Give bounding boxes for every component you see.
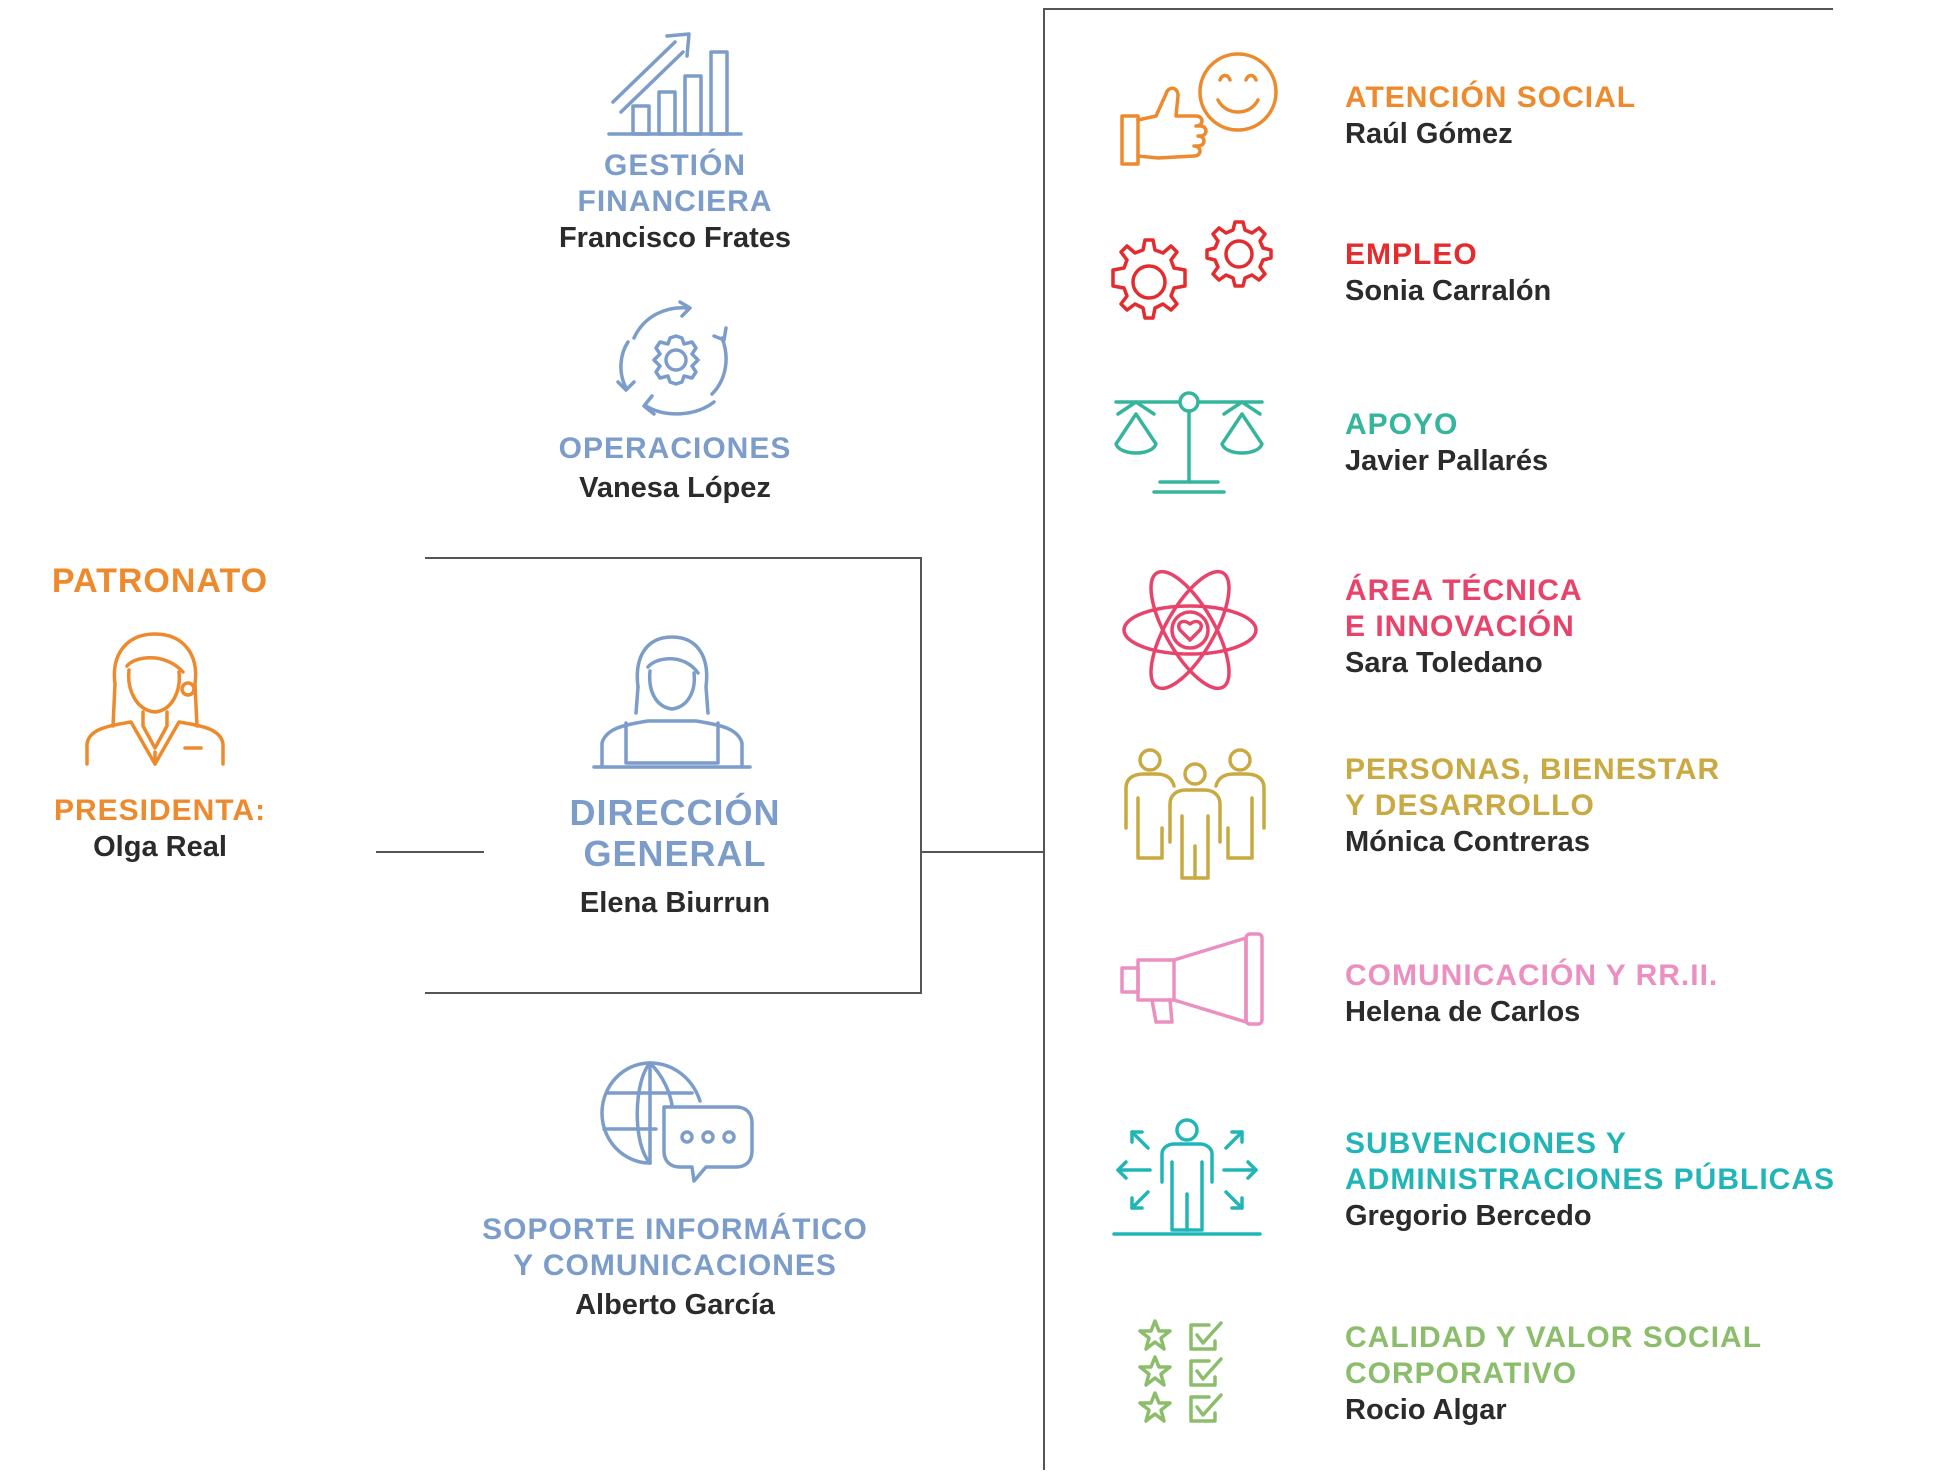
right-column-vertical-line [1043, 8, 1045, 1470]
area-comunicacion-name: Helena de Carlos [1345, 996, 1581, 1028]
gestion-financiera-title-line1: GESTIÓN [603, 149, 746, 182]
gears-icon [1111, 220, 1273, 320]
megaphone-icon [1120, 932, 1264, 1026]
patronato-title: PATRONATO [51, 562, 269, 600]
area-subvenciones-title-line1: SUBVENCIONES Y [1345, 1127, 1627, 1160]
direccion-to-areas-line [922, 851, 1045, 853]
area-personas-name: Mónica Contreras [1345, 826, 1590, 858]
growth-chart-icon [607, 32, 743, 136]
area-comunicacion-title: COMUNICACIÓN Y RR.II. [1345, 959, 1719, 992]
patronato-connector-line [376, 851, 484, 853]
thumbs-up-smile-icon [1120, 52, 1278, 166]
people-group-icon [1124, 748, 1266, 880]
direccion-box-top [425, 557, 922, 559]
patronato-role: PRESIDENTA: [53, 794, 267, 827]
right-column-top-line [1043, 8, 1833, 10]
area-tecnica-name: Sara Toledano [1345, 647, 1543, 679]
area-calidad-name: Rocio Algar [1345, 1394, 1507, 1426]
area-empleo-name: Sonia Carralón [1345, 275, 1552, 307]
atom-heart-icon [1122, 569, 1258, 691]
direccion-title-line2: GENERAL [583, 833, 767, 874]
operaciones-title: OPERACIONES [558, 432, 792, 465]
area-empleo-title: EMPLEO [1345, 238, 1478, 271]
globe-chat-icon [600, 1061, 754, 1183]
area-tecnica-title-line1: ÁREA TÉCNICA [1345, 574, 1583, 607]
area-apoyo-title: APOYO [1345, 408, 1459, 441]
person-arrows-icon [1112, 1118, 1262, 1236]
area-tecnica-title-line2: E INNOVACIÓN [1345, 610, 1575, 643]
operaciones-name: Vanesa López [579, 472, 771, 504]
direccion-name: Elena Biurrun [579, 887, 771, 919]
area-personas-title-line1: PERSONAS, BIENESTAR [1345, 753, 1721, 786]
area-subvenciones-title-line2: ADMINISTRACIONES PÚBLICAS [1345, 1163, 1836, 1196]
area-apoyo-name: Javier Pallarés [1345, 445, 1549, 477]
woman-avatar-icon [85, 632, 225, 766]
gestion-financiera-title-line2: FINANCIERA [577, 185, 773, 218]
area-atencion-social-title: ATENCIÓN SOCIAL [1345, 81, 1637, 114]
direccion-box-bottom [425, 992, 922, 994]
soporte-title-line1: SOPORTE INFORMÁTICO [482, 1213, 868, 1246]
area-atencion-social-name: Raúl Gómez [1345, 118, 1513, 150]
soporte-name: Alberto García [575, 1289, 775, 1321]
area-subvenciones-name: Gregorio Bercedo [1345, 1200, 1592, 1232]
gear-cycle-icon [616, 300, 728, 416]
area-calidad-title-line2: CORPORATIVO [1345, 1357, 1578, 1390]
patronato-name: Olga Real [93, 831, 227, 863]
direccion-title-line1: DIRECCIÓN [569, 792, 781, 833]
area-calidad-title-line1: CALIDAD Y VALOR SOCIAL [1345, 1321, 1763, 1354]
soporte-title-line2: Y COMUNICACIONES [513, 1249, 837, 1282]
scales-icon [1114, 391, 1264, 494]
stars-checklist-icon [1138, 1319, 1223, 1423]
gestion-financiera-name: Francisco Frates [558, 222, 792, 254]
area-personas-title-line2: Y DESARROLLO [1345, 789, 1595, 822]
person-laptop-icon [592, 635, 752, 769]
direccion-box-right [920, 557, 922, 994]
